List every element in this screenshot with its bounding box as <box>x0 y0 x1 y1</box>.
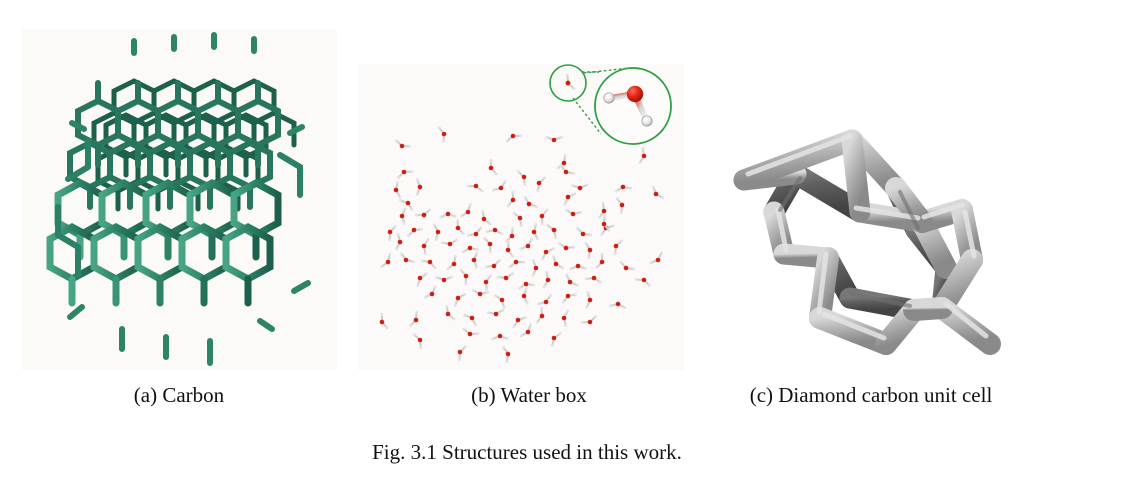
hydrogen-atom-2 <box>641 115 653 127</box>
callout-source-circle <box>549 64 587 102</box>
subcaption-row: (a) Carbon (b) Water box (c) Diamond car… <box>0 381 1132 409</box>
carbon-lattice-graphic <box>22 29 337 370</box>
panel-diamond-unit-cell-image <box>700 62 1040 370</box>
subcaption-carbon: (a) Carbon <box>133 383 225 407</box>
water-box-graphic <box>358 64 684 370</box>
panel-water-box-image <box>358 64 684 370</box>
callout-magnified-circle <box>594 67 672 145</box>
subcaption-diamond-unit-cell: (c) Diamond carbon unit cell <box>749 383 993 407</box>
subcaption-water-box: (b) Water box <box>471 383 587 407</box>
hydrogen-atom-1 <box>603 92 615 104</box>
magnified-water-molecule <box>603 85 653 127</box>
diamond-bond-network <box>733 129 1001 355</box>
figure-caption: Fig. 3.1 Structures used in this work. <box>372 440 682 464</box>
diamond-unit-cell-graphic <box>700 62 1040 370</box>
oxygen-atom <box>626 85 644 103</box>
magnifier-callout <box>549 64 672 145</box>
panel-carbon-image <box>22 29 337 370</box>
